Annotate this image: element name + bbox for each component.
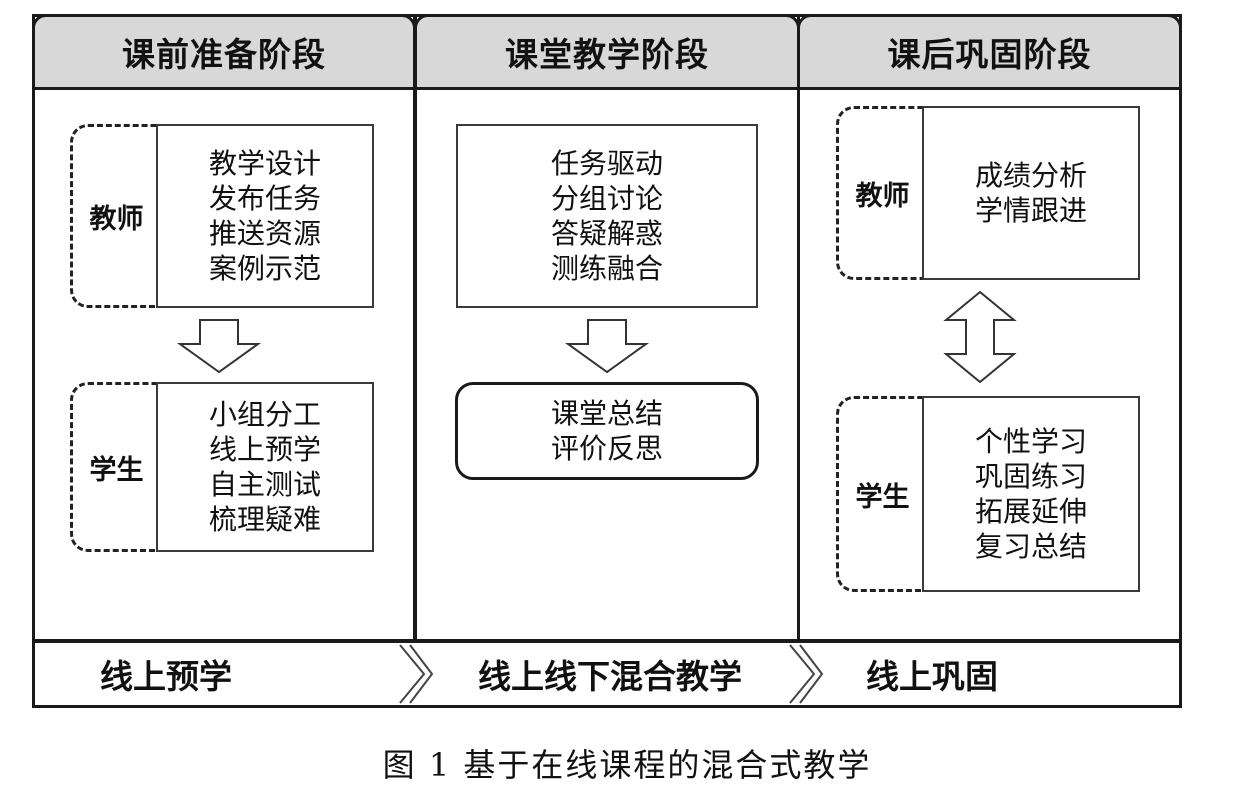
pre-student-item: 自主测试 <box>208 468 321 501</box>
class-summary-item: 课堂总结 <box>550 397 663 430</box>
band-label-blended-teaching: 线上线下混合教学 <box>420 643 800 705</box>
phase-header-class: 课堂教学阶段 <box>414 14 800 90</box>
post-student-item: 复习总结 <box>974 530 1087 563</box>
band-text: 线上预学 <box>100 657 232 696</box>
pre-teacher-role: 教师 <box>70 124 160 308</box>
post-student-item: 个性学习 <box>974 425 1087 458</box>
down-arrow-icon <box>564 319 650 374</box>
pre-student-item: 线上预学 <box>208 433 321 466</box>
class-activity-item: 答疑解惑 <box>550 217 663 250</box>
phase-title-post: 课后巩固阶段 <box>887 35 1092 74</box>
post-student-list: 个性学习 巩固练习 拓展延伸 复习总结 <box>975 424 1087 564</box>
phase-header-post: 课后巩固阶段 <box>797 14 1182 90</box>
class-summary-item: 评价反思 <box>550 432 663 465</box>
phase-title-class: 课堂教学阶段 <box>505 35 709 74</box>
class-activity-list: 任务驱动 分组讨论 答疑解惑 测练融合 <box>551 146 663 286</box>
class-summary-box: 课堂总结 评价反思 <box>455 382 759 480</box>
band-label-online-preview: 线上预学 <box>36 643 416 705</box>
pre-student-list: 小组分工 线上预学 自主测试 梳理疑难 <box>209 397 321 537</box>
pre-teacher-item: 案例示范 <box>208 252 321 285</box>
phase-header-pre: 课前准备阶段 <box>32 14 416 90</box>
pre-teacher-box: 教学设计 发布任务 推送资源 案例示范 <box>156 124 374 308</box>
post-student-item: 巩固练习 <box>974 460 1087 493</box>
pre-teacher-item: 发布任务 <box>208 182 321 215</box>
class-activity-item: 分组讨论 <box>550 182 663 215</box>
post-teacher-item: 学情跟进 <box>974 194 1087 227</box>
pre-teacher-label: 教师 <box>89 203 144 235</box>
band-text: 线上线下混合教学 <box>478 657 742 696</box>
band-text: 线上巩固 <box>866 657 998 696</box>
double-arrow-icon <box>943 290 1017 384</box>
pre-student-role: 学生 <box>70 382 160 552</box>
chevron-right-icon <box>399 644 434 704</box>
post-teacher-box: 成绩分析 学情跟进 <box>922 106 1140 280</box>
band-label-online-consolidation: 线上巩固 <box>802 643 1182 705</box>
post-teacher-list: 成绩分析 学情跟进 <box>975 158 1087 228</box>
chevron-right-icon <box>789 644 824 704</box>
post-student-role: 学生 <box>836 396 926 592</box>
post-student-item: 拓展延伸 <box>974 495 1087 528</box>
down-arrow-icon <box>176 319 262 374</box>
post-student-box: 个性学习 巩固练习 拓展延伸 复习总结 <box>922 396 1140 592</box>
phase-title-pre: 课前准备阶段 <box>122 35 326 74</box>
post-teacher-label: 教师 <box>855 180 910 212</box>
class-summary-list: 课堂总结 评价反思 <box>551 396 663 466</box>
figure-caption: 图 1 基于在线课程的混合式教学 <box>382 746 872 784</box>
pre-student-item: 梳理疑难 <box>208 503 321 536</box>
pre-teacher-list: 教学设计 发布任务 推送资源 案例示范 <box>209 146 321 286</box>
pre-teacher-item: 推送资源 <box>208 217 321 250</box>
class-activity-item: 测练融合 <box>550 252 663 285</box>
post-teacher-item: 成绩分析 <box>974 159 1087 192</box>
pre-student-box: 小组分工 线上预学 自主测试 梳理疑难 <box>156 382 374 552</box>
post-teacher-role: 教师 <box>836 106 926 280</box>
pre-teacher-item: 教学设计 <box>208 147 321 180</box>
class-activity-item: 任务驱动 <box>550 147 663 180</box>
post-student-label: 学生 <box>855 481 910 513</box>
class-activity-box: 任务驱动 分组讨论 答疑解惑 测练融合 <box>456 124 758 308</box>
mode-band <box>32 640 1182 708</box>
pre-student-label: 学生 <box>89 454 144 486</box>
pre-student-item: 小组分工 <box>208 398 321 431</box>
